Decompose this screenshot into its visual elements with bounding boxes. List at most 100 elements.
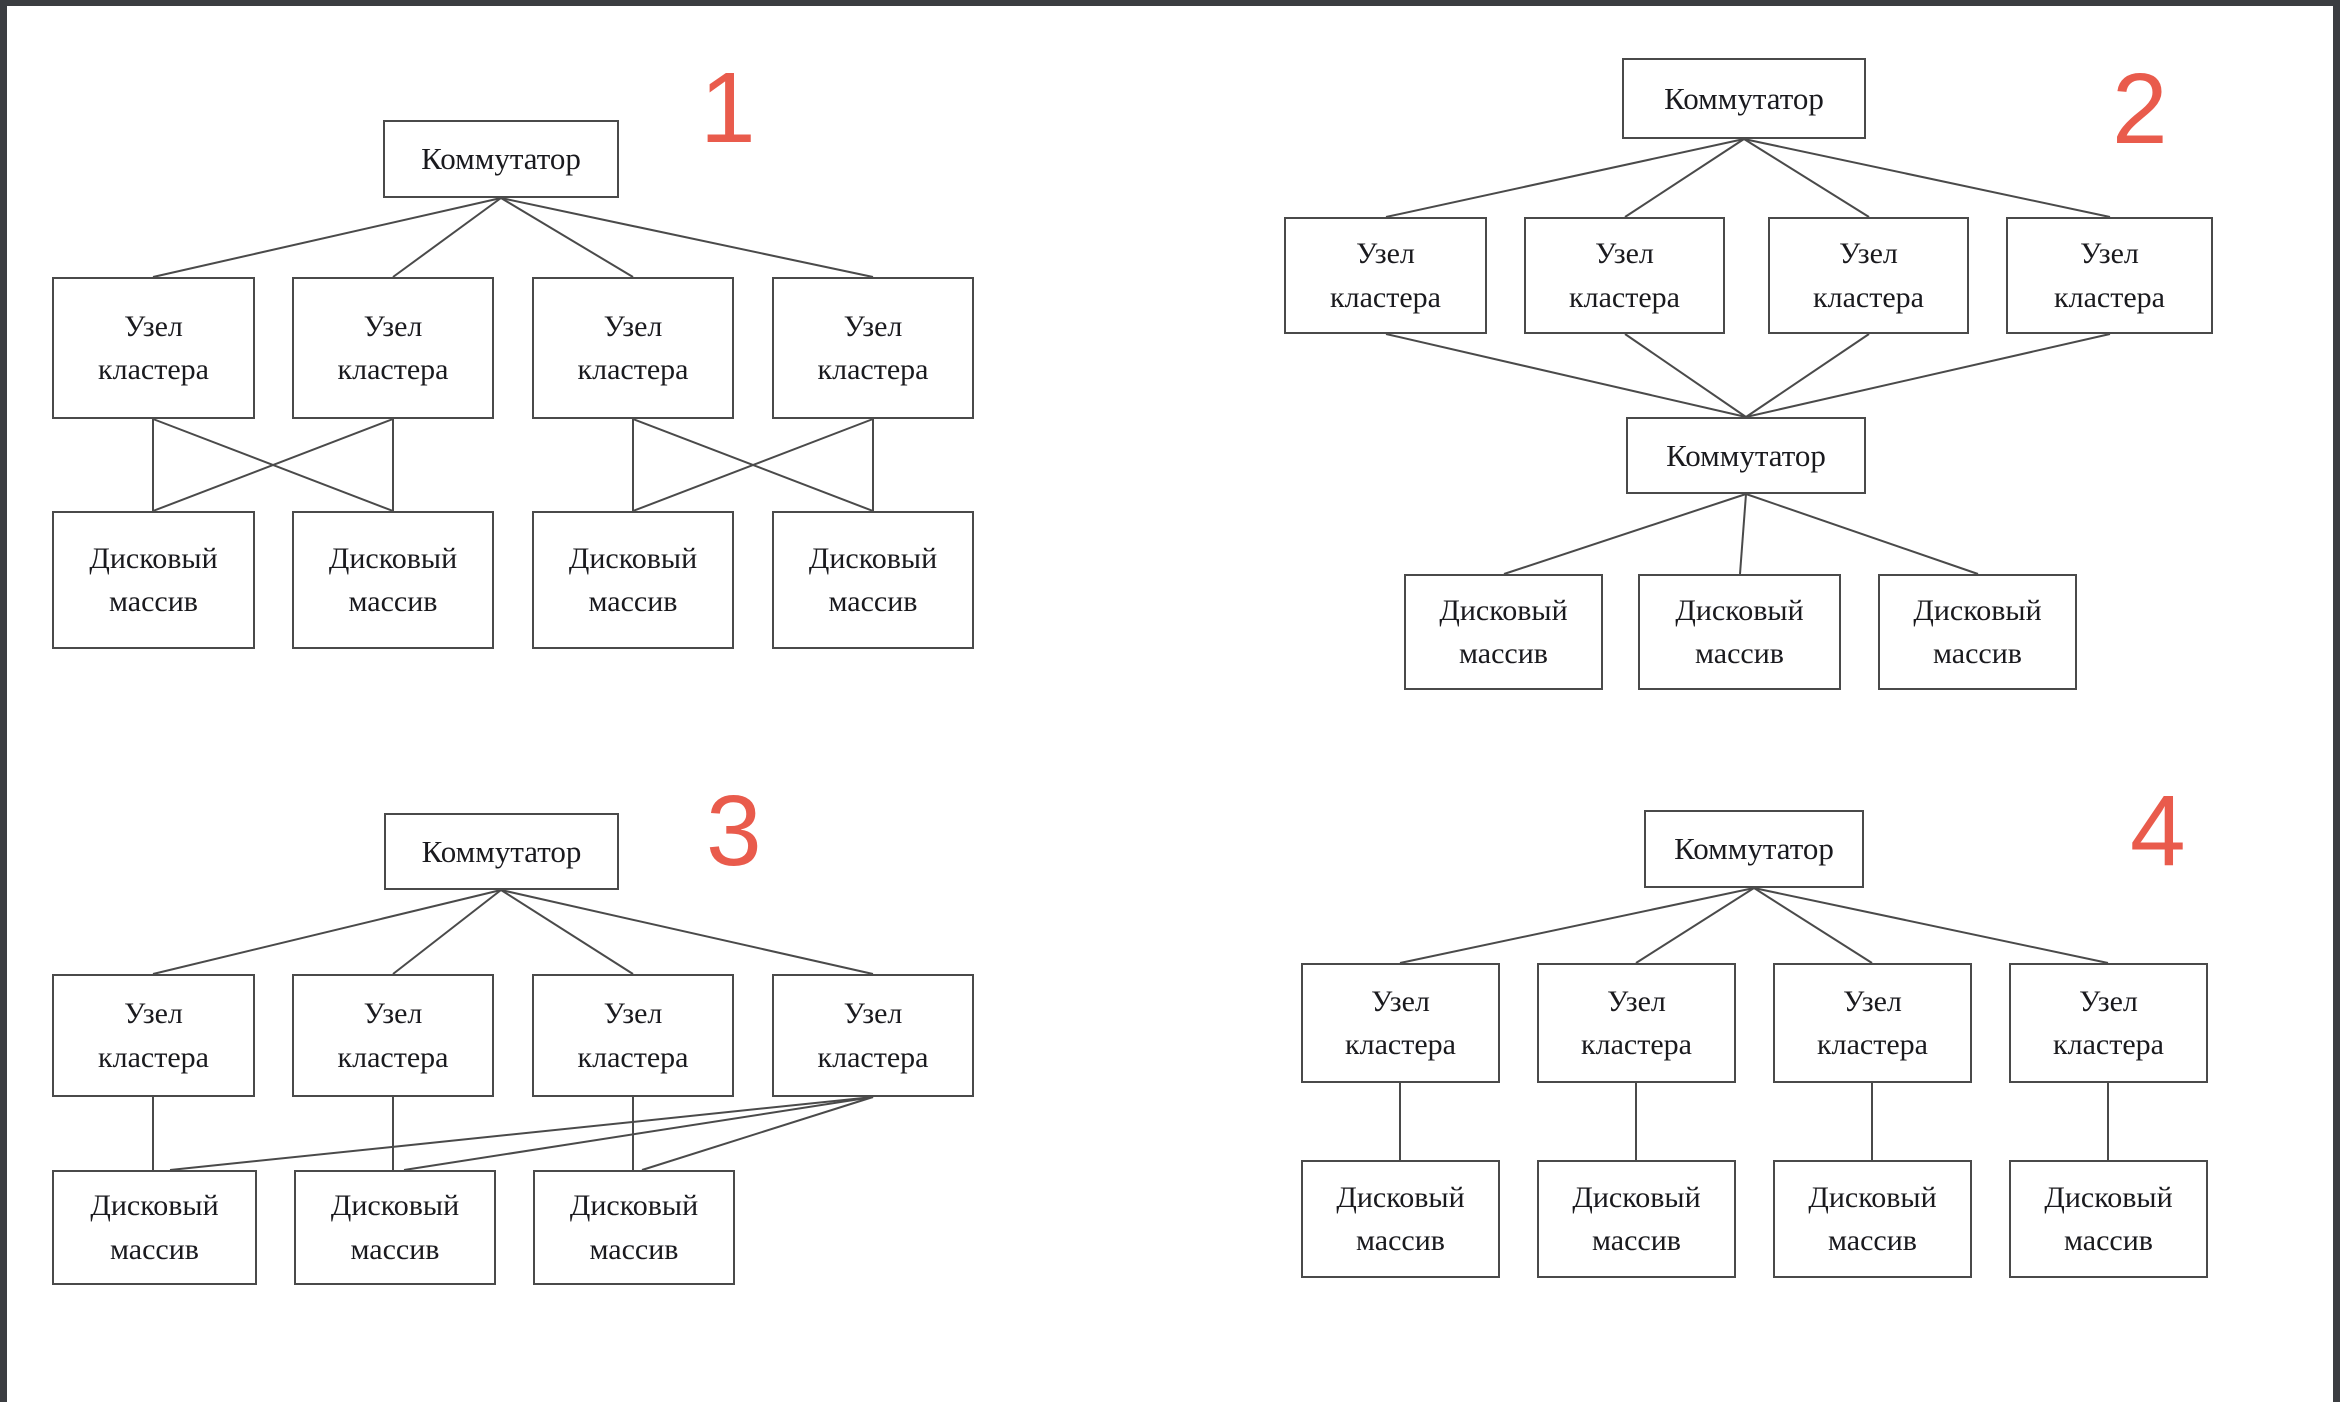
connector-line [1503, 493, 1747, 575]
box-label: Узел кластера [1813, 237, 1924, 314]
connector-line [392, 889, 502, 975]
diagram-number: 2 [2112, 53, 2168, 165]
box-label: Узел кластера [1569, 237, 1680, 314]
disk-array-box: Дисковый массив [2009, 1160, 2208, 1278]
box-label: Коммутатор [421, 833, 582, 869]
box-label: Узел кластера [577, 997, 689, 1074]
connector-line [392, 197, 502, 278]
window-border-top [0, 0, 2340, 6]
connector-line [1745, 333, 2111, 418]
connector-line [169, 1096, 874, 1171]
connector-line [500, 889, 634, 975]
cluster-node-box: Узел кластера [292, 974, 494, 1097]
connector-line [1385, 138, 1745, 218]
box-label: Узел кластера [2054, 237, 2165, 314]
cluster-node-box: Узел кластера [1773, 963, 1972, 1083]
cluster-node-box: Узел кластера [52, 277, 255, 419]
box-label: Узел кластера [2053, 984, 2164, 1062]
connector-line [1743, 138, 1870, 218]
switch-box: Коммутатор [1644, 810, 1864, 888]
connector-line [1624, 138, 1745, 218]
connector-line [632, 418, 874, 512]
connector-line [1635, 887, 1755, 964]
connector-line [1739, 493, 1747, 575]
connector-line [1753, 887, 2109, 964]
window-border-left [0, 0, 7, 1402]
connector-line [1745, 333, 1870, 418]
disk-array-box: Дисковый массив [1301, 1160, 1500, 1278]
box-label: Узел кластера [337, 309, 449, 387]
cluster-node-box: Узел кластера [2009, 963, 2208, 1083]
window-border-right [2333, 0, 2340, 1402]
diagram-number: 3 [706, 775, 762, 887]
connector-line [500, 889, 874, 975]
box-label: Узел кластера [98, 309, 209, 387]
box-label: Узел кластера [577, 309, 689, 387]
disk-array-box: Дисковый массив [772, 511, 974, 649]
cluster-node-box: Узел кластера [2006, 217, 2213, 334]
cluster-node-box: Узел кластера [292, 277, 494, 419]
connector-line [1743, 138, 2111, 218]
connector-line [152, 889, 502, 975]
box-label: Дисковый массив [90, 1189, 219, 1266]
box-label: Узел кластера [1345, 984, 1456, 1062]
disk-array-box: Дисковый массив [292, 511, 494, 649]
connector-line [1399, 887, 1755, 964]
box-label: Узел кластера [1817, 984, 1928, 1062]
box-label: Дисковый массив [1336, 1180, 1465, 1258]
cluster-node-box: Узел кластера [1768, 217, 1969, 334]
cluster-node-box: Узел кластера [772, 974, 974, 1097]
box-label: Дисковый массив [1439, 593, 1568, 671]
connector-line [1385, 333, 1747, 418]
connector-line [1624, 333, 1747, 418]
connector-line [152, 197, 502, 278]
box-label: Узел кластера [337, 997, 449, 1074]
disk-array-box: Дисковый массив [52, 1170, 257, 1285]
disk-array-box: Дисковый массив [1878, 574, 2077, 690]
box-label: Узел кластера [1581, 984, 1692, 1062]
connector-line [1753, 887, 1873, 964]
box-label: Коммутатор [1664, 80, 1824, 116]
box-label: Дисковый массив [328, 541, 458, 619]
switch-box: Коммутатор [383, 120, 619, 198]
box-label: Дисковый массив [569, 1189, 699, 1266]
box-label: Узел кластера [817, 997, 929, 1074]
connector-line [500, 197, 634, 278]
diagram-number: 4 [2130, 775, 2186, 887]
disk-array-box: Дисковый массив [1404, 574, 1603, 690]
box-label: Узел кластера [817, 309, 929, 387]
disk-array-box: Дисковый массив [533, 1170, 735, 1285]
diagram-number: 1 [700, 52, 756, 164]
box-label: Дисковый массив [1675, 593, 1804, 671]
cluster-node-box: Узел кластера [52, 974, 255, 1097]
box-label: Узел кластера [1330, 237, 1441, 314]
switch-box: Коммутатор [1622, 58, 1866, 139]
box-label: Дисковый массив [808, 541, 938, 619]
cluster-node-box: Узел кластера [1284, 217, 1487, 334]
box-label: Узел кластера [98, 997, 209, 1074]
box-label: Коммутатор [421, 141, 581, 176]
connector-line [1745, 493, 1979, 575]
box-label: Дисковый массив [330, 1189, 460, 1266]
box-label: Дисковый массив [1572, 1180, 1701, 1258]
box-label: Дисковый массив [1913, 593, 2042, 671]
cluster-node-box: Узел кластера [532, 277, 734, 419]
cluster-node-box: Узел кластера [1301, 963, 1500, 1083]
disk-array-box: Дисковый массив [52, 511, 255, 649]
connector-line [641, 1096, 874, 1171]
connector-line [403, 1096, 874, 1171]
cluster-node-box: Узел кластера [532, 974, 734, 1097]
disk-array-box: Дисковый массив [1537, 1160, 1736, 1278]
cluster-node-box: Узел кластера [772, 277, 974, 419]
box-label: Дисковый массив [2044, 1180, 2173, 1258]
disk-array-box: Дисковый массив [294, 1170, 496, 1285]
connector-line [152, 418, 394, 512]
box-label: Дисковый массив [1808, 1180, 1937, 1258]
disk-array-box: Дисковый массив [1638, 574, 1841, 690]
switch-box: Коммутатор [1626, 417, 1866, 494]
cluster-node-box: Узел кластера [1524, 217, 1725, 334]
switch-box: Коммутатор [384, 813, 619, 890]
box-label: Коммутатор [1666, 437, 1826, 473]
